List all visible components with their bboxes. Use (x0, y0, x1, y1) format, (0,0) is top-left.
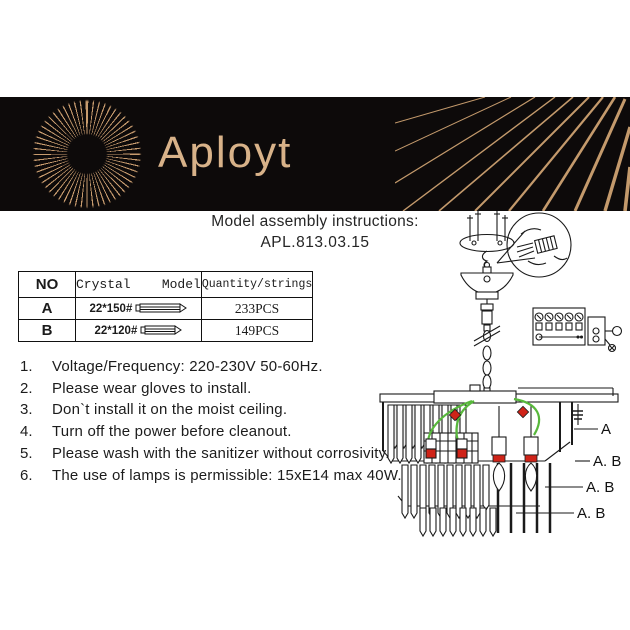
parts-table: NO Crystal Model Quantity/strings A 22*1… (18, 271, 314, 342)
lamp-socket (523, 436, 539, 492)
canopy (460, 261, 514, 300)
table-row: B 22*120# 149PCS (18, 319, 314, 342)
hidden-sockets (425, 438, 468, 459)
wire-connectors (448, 405, 530, 422)
instructions-list: 1. Voltage/Frequency: 220-230V 50-60Hz. 2… (20, 356, 430, 486)
header-crystal-model: Crystal Model (75, 271, 202, 298)
header-no: NO (18, 271, 76, 298)
sheet-title: Model assembly instructions: APL.813.03.… (0, 213, 630, 252)
tier-label-ab: A. B (593, 453, 621, 470)
sunburst-logo-icon (29, 96, 145, 212)
ceiling-mount (459, 211, 515, 269)
list-item: 2. Please wear gloves to install. (20, 378, 430, 400)
crystal-tier-2 (401, 464, 490, 520)
header-quantity: Quantity/strings (200, 271, 314, 298)
item-number: 5. (20, 444, 33, 462)
table-header-row: NO Crystal Model Quantity/strings (18, 271, 314, 298)
list-item: 4. Turn off the power before cleanout. (20, 421, 430, 443)
row-b-model: 22*120# (75, 319, 202, 342)
item-number: 2. (20, 379, 33, 397)
right-rods (496, 463, 552, 533)
crystal-bar-icon (135, 302, 188, 313)
item-number: 1. (20, 358, 33, 375)
gold-rays-icon (395, 97, 630, 211)
table-row: A 22*150# 233PCS (18, 297, 314, 320)
list-item: 6. The use of lamps is permissible: 15xE1… (20, 465, 430, 487)
lamp-socket (491, 436, 507, 492)
item-text: Voltage/Frequency: 220-230V 50-60Hz. (52, 358, 323, 375)
brand-wordmark: Aployt (158, 128, 293, 177)
row-b-qty: 149PCS (200, 319, 314, 342)
item-text: Please wash with the sanitizer without c… (52, 444, 390, 462)
chandelier-assembly-diagram: A A. B A. B A. B (368, 205, 630, 545)
crystal-bar-icon (140, 324, 183, 335)
item-text: The use of lamps is permissible: 15xE14 … (52, 466, 402, 484)
row-b-model-text: 22*120# (94, 324, 138, 337)
leader-lines (516, 428, 598, 514)
row-a-no: A (18, 297, 76, 320)
stem-and-chain (473, 299, 501, 394)
row-b-no: B (18, 319, 76, 342)
model-number: APL.813.03.15 (260, 234, 370, 251)
tier-label-ab: A. B (586, 479, 614, 496)
item-number: 6. (20, 466, 33, 484)
row-a-qty: 233PCS (200, 297, 314, 320)
row-a-model-text: 22*150# (89, 302, 133, 315)
list-item: 3. Don`t install it on the moist ceiling. (20, 399, 430, 421)
brand-banner: Aployt (0, 96, 630, 212)
list-item: 5. Please wash with the sanitizer without… (20, 443, 430, 465)
item-text: Don`t install it on the moist ceiling. (52, 401, 288, 419)
title-line1: Model assembly instructions: (211, 213, 419, 230)
list-item: 1. Voltage/Frequency: 220-230V 50-60Hz. (20, 356, 430, 378)
tier-label-ab: A. B (577, 505, 605, 522)
item-text: Please wear gloves to install. (52, 379, 252, 397)
item-number: 3. (20, 401, 33, 419)
crystal-tier-3 (419, 507, 497, 538)
item-number: 4. (20, 423, 33, 441)
row-a-model: 22*150# (75, 297, 202, 320)
tier-label-a: A (601, 421, 611, 438)
magnifier-connector-detail (496, 212, 572, 278)
item-text: Turn off the power before cleanout. (52, 423, 292, 441)
terminal-block (532, 307, 623, 353)
